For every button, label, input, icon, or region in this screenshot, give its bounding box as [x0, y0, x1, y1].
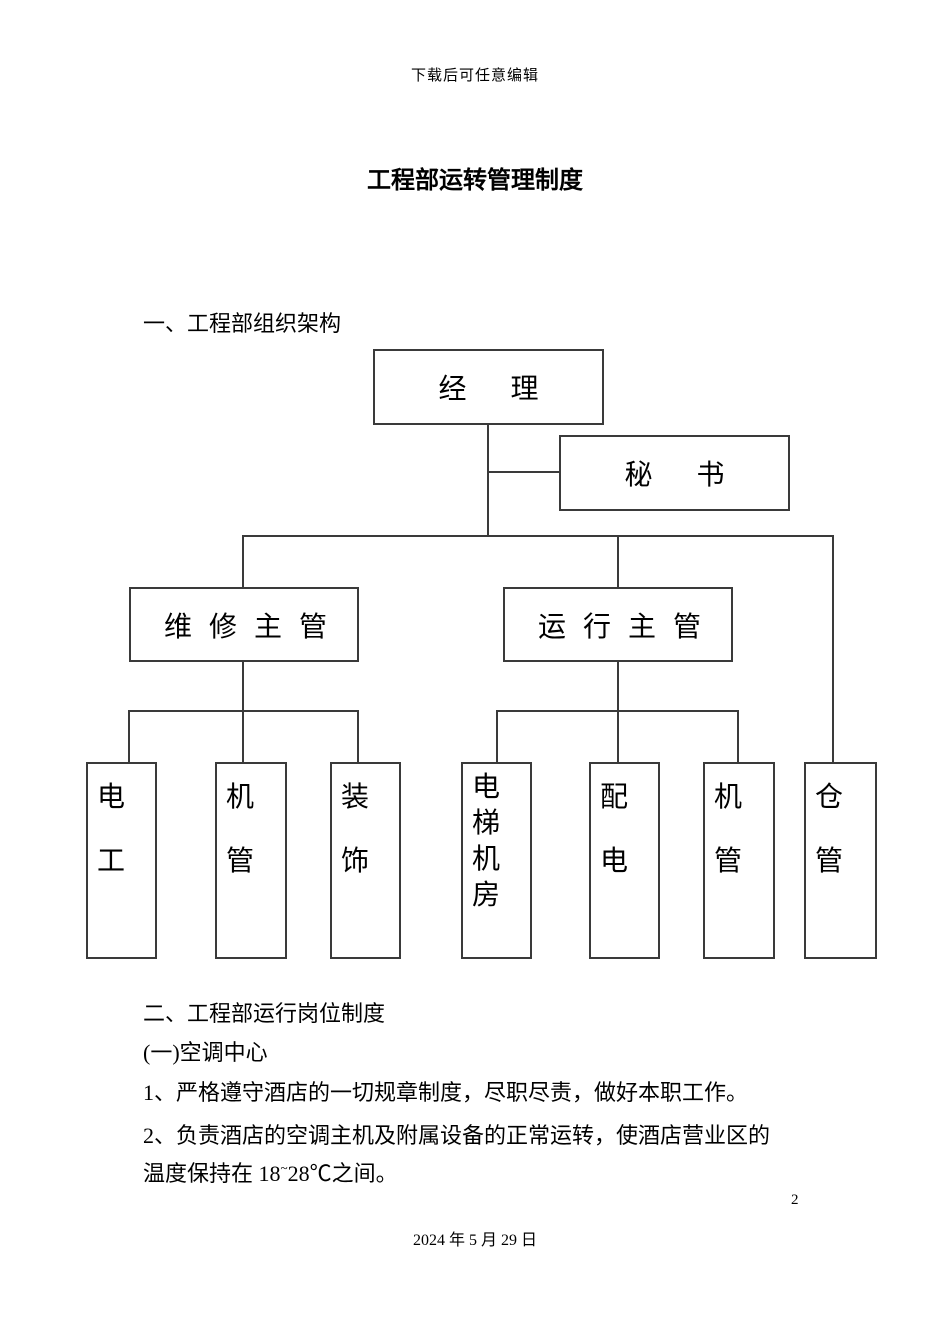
connector-line [487, 471, 561, 473]
org-box-power-distribution-label: 配电 [600, 782, 629, 877]
org-box-decoration: 装饰 [330, 762, 401, 959]
org-box-operation-supervisor: 运 行 主 管 [503, 587, 733, 662]
connector-line [737, 710, 739, 764]
temperature-text-pre: 温度保持在 18 [143, 1161, 281, 1186]
org-box-elevator-machine-room-label: 电梯机房 [472, 772, 501, 911]
org-box-maintenance-supervisor-label: 维 修 主 管 [163, 611, 332, 643]
header-note: 下载后可任意编辑 [410, 68, 539, 84]
org-box-secretary: 秘 书 [559, 435, 790, 511]
org-box-warehouse-management: 仓管 [804, 762, 877, 959]
subsection-heading: (一)空调中心 [143, 1040, 268, 1065]
connector-line [832, 535, 834, 764]
section2-heading: 二、工程部运行岗位制度 [143, 1001, 386, 1026]
connector-line [242, 535, 244, 589]
org-box-operation-supervisor-label: 运 行 主 管 [537, 611, 706, 643]
connector-line [487, 425, 489, 537]
connector-line [617, 535, 619, 589]
org-box-manager-label: 经 理 [438, 374, 547, 405]
footer-date: 2024 年 5 月 29 日 [412, 1232, 537, 1249]
org-box-decoration-label: 装饰 [341, 782, 370, 877]
org-box-electrician-label: 电工 [97, 782, 126, 877]
connector-line [128, 710, 130, 764]
connector-line [357, 710, 359, 764]
org-box-machine-management-1: 机管 [215, 762, 287, 959]
connector-line [617, 661, 619, 764]
org-box-secretary-label: 秘 书 [624, 460, 733, 491]
connector-line [496, 710, 498, 764]
org-chart: 经 理 秘 书 维 修 主 管 运 行 主 管 电工 机管 装饰 电梯机房 配电… [86, 349, 877, 959]
org-box-electrician: 电工 [86, 762, 157, 959]
org-box-warehouse-management-label: 仓管 [815, 782, 844, 877]
section1-heading: 一、工程部组织架构 [143, 311, 342, 336]
connector-line [128, 710, 359, 712]
org-box-maintenance-supervisor: 维 修 主 管 [129, 587, 359, 662]
body-item-1: 1、严格遵守酒店的一切规章制度，尽职尽责，做好本职工作。 [143, 1080, 749, 1105]
body-item-2-line-1: 2、负责酒店的空调主机及附属设备的正常运转，使酒店营业区的 [143, 1123, 771, 1148]
page-number: 2 [791, 1192, 799, 1208]
org-box-machine-management-2: 机管 [703, 762, 775, 959]
org-box-power-distribution: 配电 [589, 762, 660, 959]
temperature-tilde: ~ [280, 1160, 288, 1176]
org-box-machine-management-1-label: 机管 [226, 782, 255, 877]
temperature-text-post: 28℃之间。 [287, 1161, 398, 1186]
org-box-machine-management-2-label: 机管 [714, 782, 743, 877]
page-title: 工程部运转管理制度 [367, 167, 583, 194]
connector-line [496, 710, 739, 712]
connector-line [242, 535, 834, 537]
org-box-manager: 经 理 [373, 349, 604, 425]
body-item-2-line-2: 温度保持在 18~28℃之间。 [143, 1156, 398, 1188]
org-box-elevator-machine-room: 电梯机房 [461, 762, 532, 959]
connector-line [242, 662, 244, 764]
